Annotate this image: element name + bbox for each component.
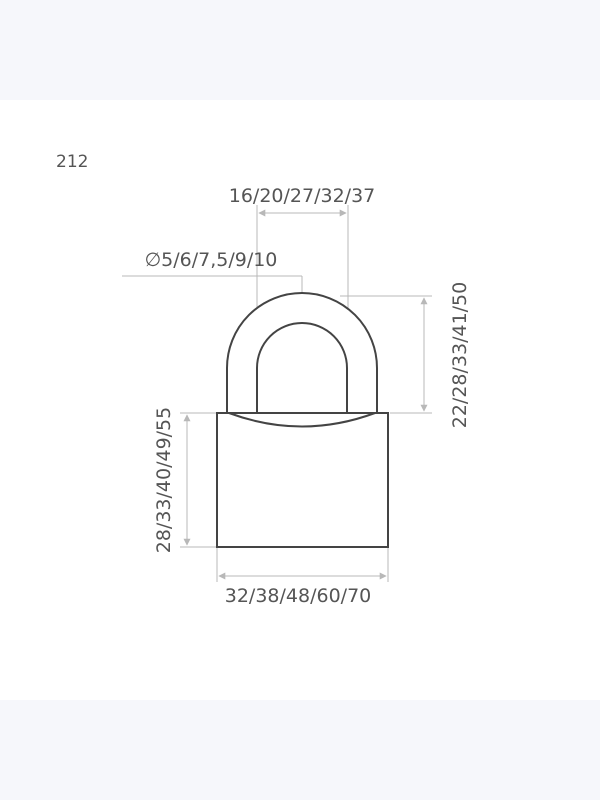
lock-body [216, 412, 389, 548]
shackle-inner [256, 322, 348, 414]
model-number: 212 [56, 152, 89, 172]
shackle-diameter-label: ∅5/6/7,5/9/10 [145, 249, 278, 271]
shackle-spacing-label: 16/20/27/32/37 [229, 185, 376, 207]
padlock-outline [216, 292, 389, 548]
body-width-label: 32/38/48/60/70 [225, 585, 372, 607]
body-height-label: 28/33/40/49/55 [153, 407, 175, 554]
shackle-height-label: 22/28/33/41/50 [449, 282, 471, 429]
body-top-curve [228, 412, 376, 428]
